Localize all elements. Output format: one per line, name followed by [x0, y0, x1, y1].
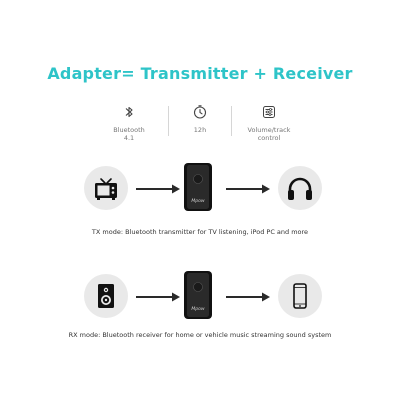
feature-bluetooth-label-line2: 4.1	[123, 134, 135, 142]
feature-controls-label: Volume/track control	[229, 126, 309, 142]
timer-icon	[193, 105, 207, 119]
divider	[231, 106, 232, 136]
tx-arrow-out	[226, 184, 270, 194]
feature-controls-label-line2: control	[257, 134, 281, 142]
rx-target-circle	[278, 274, 322, 318]
headphones-icon	[288, 177, 312, 200]
tx-caption: TX mode: Bluetooth transmitter for TV li…	[91, 228, 309, 236]
bluetooth-icon	[125, 106, 133, 118]
rx-source-circle	[84, 274, 128, 318]
tx-arrow-in	[136, 184, 180, 194]
device-brand-logo: Mpow	[191, 306, 204, 312]
tx-adapter-device: Mpow	[184, 163, 212, 211]
divider	[168, 106, 169, 136]
feature-battery-time-label: 12h	[160, 126, 240, 134]
smartphone-icon	[293, 283, 307, 309]
feature-bluetooth-label: Bluetooth 4.1	[89, 126, 169, 142]
feature-battery-time-label-line1: 12h	[193, 126, 207, 134]
tv-icon	[95, 178, 117, 200]
feature-controls: Volume/track control	[229, 104, 309, 142]
rx-caption: RX mode: Bluetooth receiver for home or …	[68, 331, 332, 339]
tx-source-circle	[84, 166, 128, 210]
feature-bluetooth-label-line1: Bluetooth	[113, 126, 145, 134]
feature-bluetooth: Bluetooth 4.1	[89, 104, 169, 142]
rx-adapter-device: Mpow	[184, 271, 212, 319]
page-title: Adapter= Transmitter + Receiver	[47, 64, 353, 83]
rx-arrow-in	[136, 292, 180, 302]
device-brand-logo: Mpow	[191, 198, 204, 204]
feature-controls-label-line1: Volume/track	[247, 126, 291, 134]
tx-target-circle	[278, 166, 322, 210]
rx-arrow-out	[226, 292, 270, 302]
speaker-icon	[98, 284, 114, 308]
feature-battery-time: 12h	[160, 104, 240, 134]
sliders-icon	[263, 106, 275, 118]
